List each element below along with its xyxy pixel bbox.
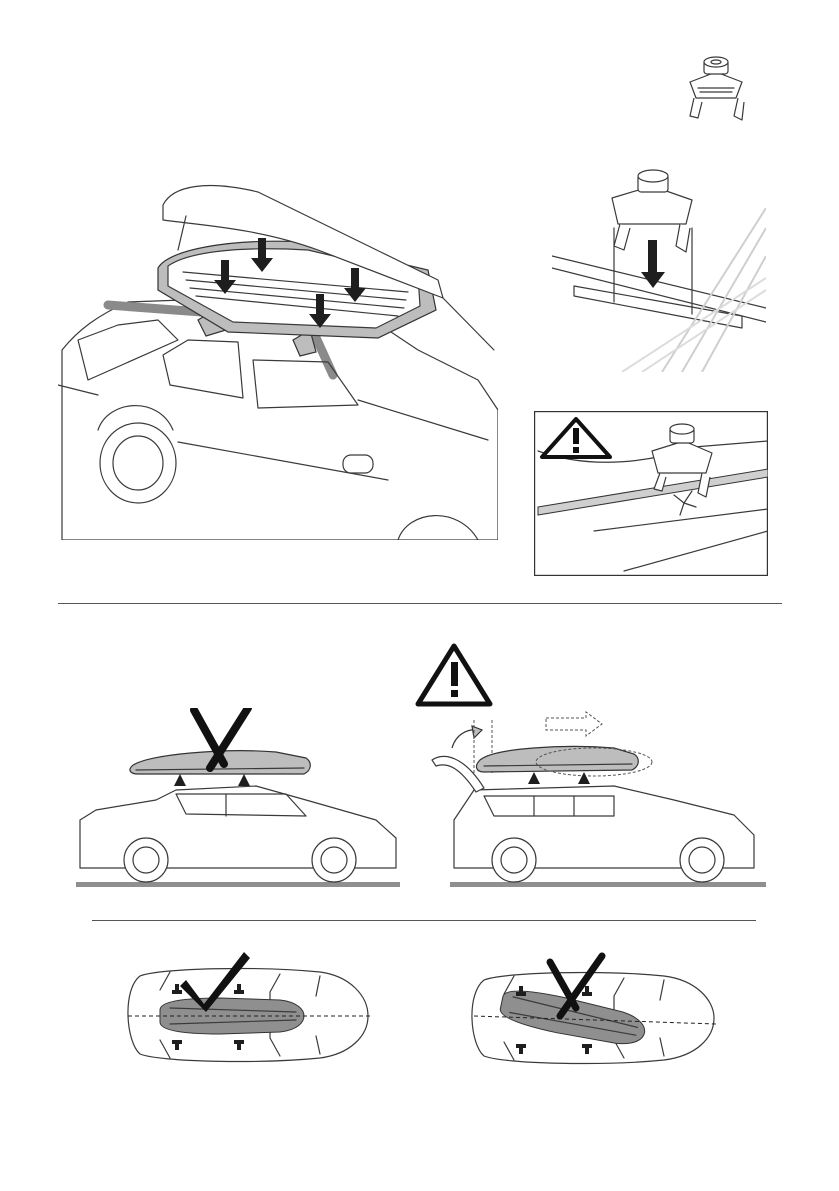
clamp-onto-roof-bar-detail [552, 168, 766, 372]
wagon-box-tailgate-clearance [414, 640, 766, 890]
warning-triangle-icon [418, 646, 490, 704]
top-view-box-angled-wrong [464, 952, 718, 1086]
sedan-box-wrong-position [76, 708, 400, 888]
clamp-damage-warning-detail [534, 411, 768, 576]
box-mounting-on-wagon [58, 180, 498, 540]
roof-box-clamp-icon [676, 54, 756, 128]
section-divider [58, 603, 782, 604]
section-divider [92, 920, 756, 921]
clamp-thumbnail [676, 54, 756, 128]
top-view-box-centered-correct [120, 946, 372, 1084]
